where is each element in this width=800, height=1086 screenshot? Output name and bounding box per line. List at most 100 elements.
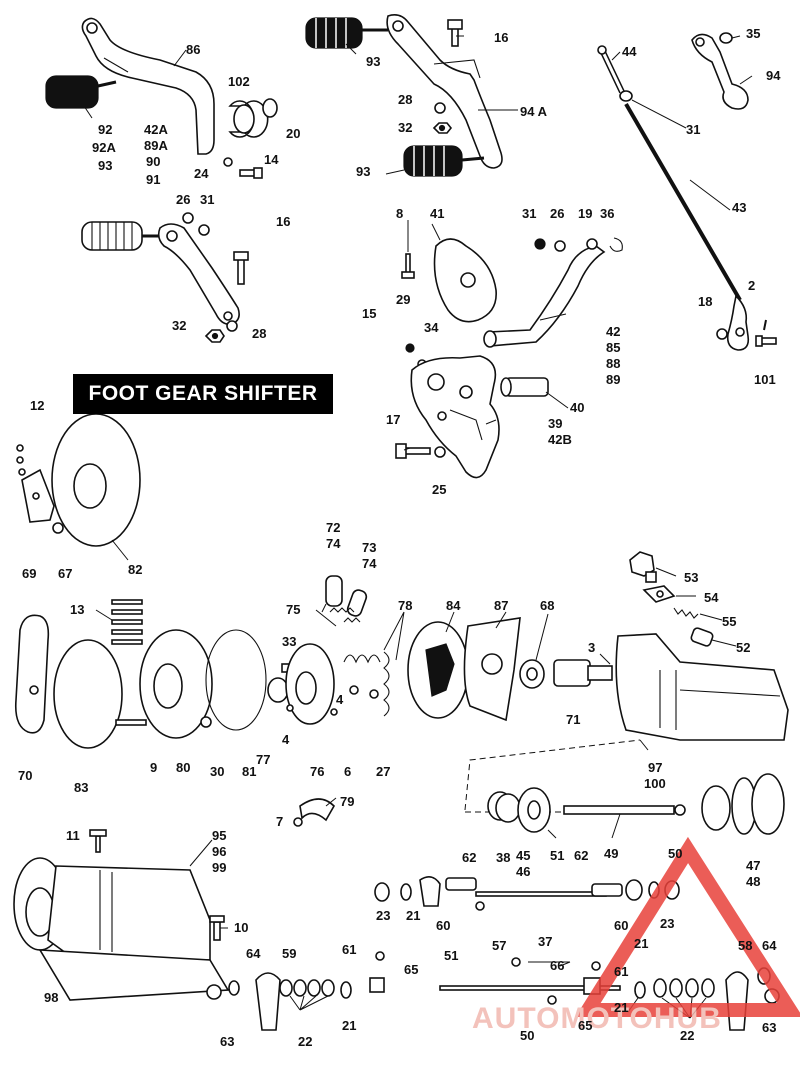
part-label: 6 [344,764,351,779]
plunger-52 [690,627,714,647]
pin-4 [286,704,294,712]
part-label: 83 [74,780,88,795]
rubber-pedal-92-top [45,75,117,109]
part-label: 32 [398,120,412,135]
shift-lever-94A [386,14,503,169]
part-label: 42A [144,122,168,137]
part-label: 33 [282,634,296,649]
washer-19 [586,238,598,250]
part-label: 22 [680,1028,694,1043]
plunger-73 [346,589,368,617]
part-label: 42B [548,432,572,447]
shaft-71 [553,659,613,687]
clip-36 [609,237,623,252]
fork-59 [255,972,281,1031]
bushing-102 [228,100,269,138]
washer-18 [716,328,728,340]
cover-plate-82 [51,413,141,547]
shaft-57 [439,985,621,991]
part-label: 73 [362,540,376,555]
part-label: 64 [762,938,777,953]
nut-61-right [591,961,601,971]
part-labels: 86 102 20 92 92A 93 42A 89A 90 91 24 14 … [18,26,781,1049]
gear-45 [517,787,551,833]
part-label: 51 [444,948,458,963]
part-label: 92 [98,122,112,137]
crankshaft-47 [701,773,785,835]
part-label: 31 [200,192,214,207]
part-label: 13 [70,602,84,617]
part-label: 70 [18,768,32,783]
part-label: 51 [550,848,564,863]
part-label: 60 [436,918,450,933]
pin-4b [330,708,338,716]
part-label: 65 [404,962,418,977]
shift-rod-43 [624,102,750,351]
screw-51 [475,901,485,911]
washer-28-top [434,102,446,114]
part-label: 41 [430,206,444,221]
part-label: 91 [146,172,160,187]
part-label: 82 [128,562,142,577]
part-label: 31 [522,206,536,221]
gasket-98 [38,949,230,1001]
part-label: 43 [732,200,746,215]
washer-27 [369,689,379,699]
plate-84 [407,621,469,719]
part-label: 8 [396,206,403,221]
screws-12 [16,444,26,476]
part-label: 14 [264,152,279,167]
screw-8 [401,253,415,279]
bracket-69 [21,468,55,523]
part-label: 96 [212,844,226,859]
part-label: 86 [186,42,200,57]
rubber-pedal-93-top-center [305,17,388,49]
part-label: 60 [614,918,628,933]
washer-21d [634,981,646,999]
nut-32-top [432,122,453,134]
part-label: 50 [520,1028,534,1043]
part-label: 68 [540,598,554,613]
washer-20 [262,98,278,118]
shift-lever-small [157,223,240,326]
shifter-shaft-42 [483,245,606,348]
part-label: 23 [660,916,674,931]
part-label: 61 [614,964,628,979]
screw-10 [209,915,225,941]
part-label: 84 [446,598,461,613]
rod-44 [597,45,625,94]
shaft-62-right [591,883,623,897]
part-label: 31 [686,122,700,137]
washer-21-left [340,981,352,999]
part-label: 26 [550,206,564,221]
part-label: 93 [366,54,380,69]
part-label: 48 [746,874,760,889]
part-label: 25 [432,482,446,497]
part-label: 100 [644,776,666,791]
nut-61-left [375,951,385,961]
watermark-triangle [575,836,800,1017]
part-label: 75 [286,602,300,617]
washer-26-center [554,240,566,252]
part-label: 55 [722,614,736,629]
part-label: 77 [256,752,270,767]
bolt-17 [395,443,431,459]
grease-fitting-24 [223,157,233,167]
watermark-logo: AUTOMOTOHUB [472,836,800,1035]
part-label: 47 [746,858,760,873]
transmission-case-97 [615,633,789,741]
part-label: 17 [386,412,400,427]
springs-78 [343,651,390,717]
part-label: 63 [220,1034,234,1049]
part-label: 35 [746,26,760,41]
part-label: 26 [176,192,190,207]
fork-79 [299,798,335,822]
shaft-49 [563,805,675,815]
part-label: 101 [754,372,776,387]
nut-63-left [206,984,222,1000]
cover-70 [14,614,50,734]
washer-28-left [226,320,238,332]
part-label: 97 [648,760,662,775]
washer-31-right [619,90,633,102]
